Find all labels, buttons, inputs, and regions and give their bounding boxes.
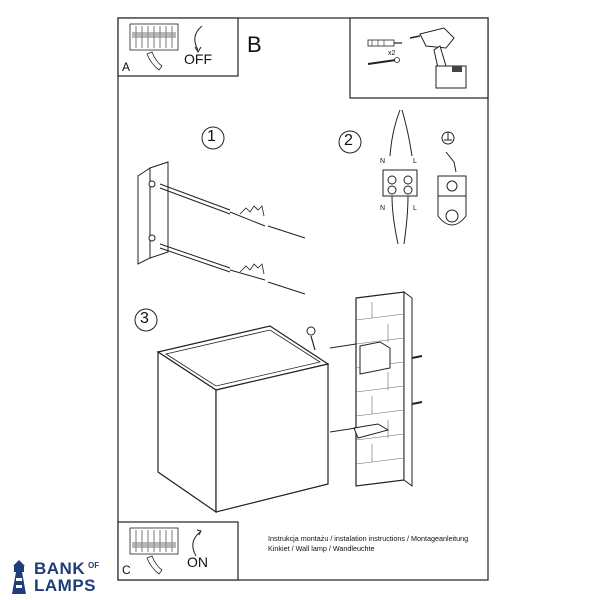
cube-lamp — [156, 325, 330, 514]
step-2-number: 2 — [344, 132, 353, 149]
logo-of-text: OF — [88, 561, 100, 570]
step-1-bracket-illustration — [137, 126, 306, 295]
bank-of-lamps-logo: BANK OF LAMPS — [4, 558, 104, 596]
step-2-wiring-illustration — [338, 109, 467, 245]
footer-line-1: Instrukcja montażu / instalation instruc… — [268, 534, 469, 543]
step-1-number: 1 — [207, 128, 216, 145]
step-3-lamp-illustration — [134, 291, 423, 514]
logo-lamps-text: LAMPS — [34, 576, 96, 595]
turn-off-arrow-icon — [194, 25, 203, 51]
wall-screw-icon — [306, 326, 316, 351]
logo-bank-text: BANK — [34, 559, 86, 578]
panel-b — [349, 17, 489, 99]
drill-icon — [409, 27, 467, 89]
neutral-bottom-label: N — [380, 205, 386, 212]
turn-on-arrow-icon — [192, 531, 201, 557]
page-border — [117, 17, 489, 581]
step-3-number: 3 — [140, 310, 149, 327]
wall-plug-icon — [367, 39, 402, 47]
breaker-switch-icon — [129, 23, 179, 71]
quantity-label: x2 — [388, 50, 396, 57]
screw-icon — [367, 57, 400, 65]
live-top-label: L — [413, 158, 417, 165]
panel-b-label: B — [247, 32, 262, 57]
live-bottom-label: L — [413, 205, 417, 212]
logo-lighthouse-icon — [12, 560, 26, 594]
on-label: ON — [187, 554, 208, 570]
footer-caption: Instrukcja montażu / instalation instruc… — [268, 534, 468, 554]
earth-symbol-icon — [441, 131, 455, 145]
step-1-badge — [201, 126, 225, 150]
footer-line-2: Kinkiet / Wall lamp / Wandleuchte — [268, 544, 375, 553]
brick-wall — [355, 291, 413, 487]
panel-a-label: A — [122, 60, 131, 74]
panel-a — [117, 17, 239, 77]
off-label: OFF — [184, 51, 212, 67]
step-2-badge — [338, 130, 362, 154]
neutral-top-label: N — [380, 158, 386, 165]
step-3-badge — [134, 308, 158, 332]
panel-c — [117, 521, 239, 581]
panel-c-label: C — [122, 563, 131, 577]
breaker-switch-icon — [129, 527, 179, 575]
